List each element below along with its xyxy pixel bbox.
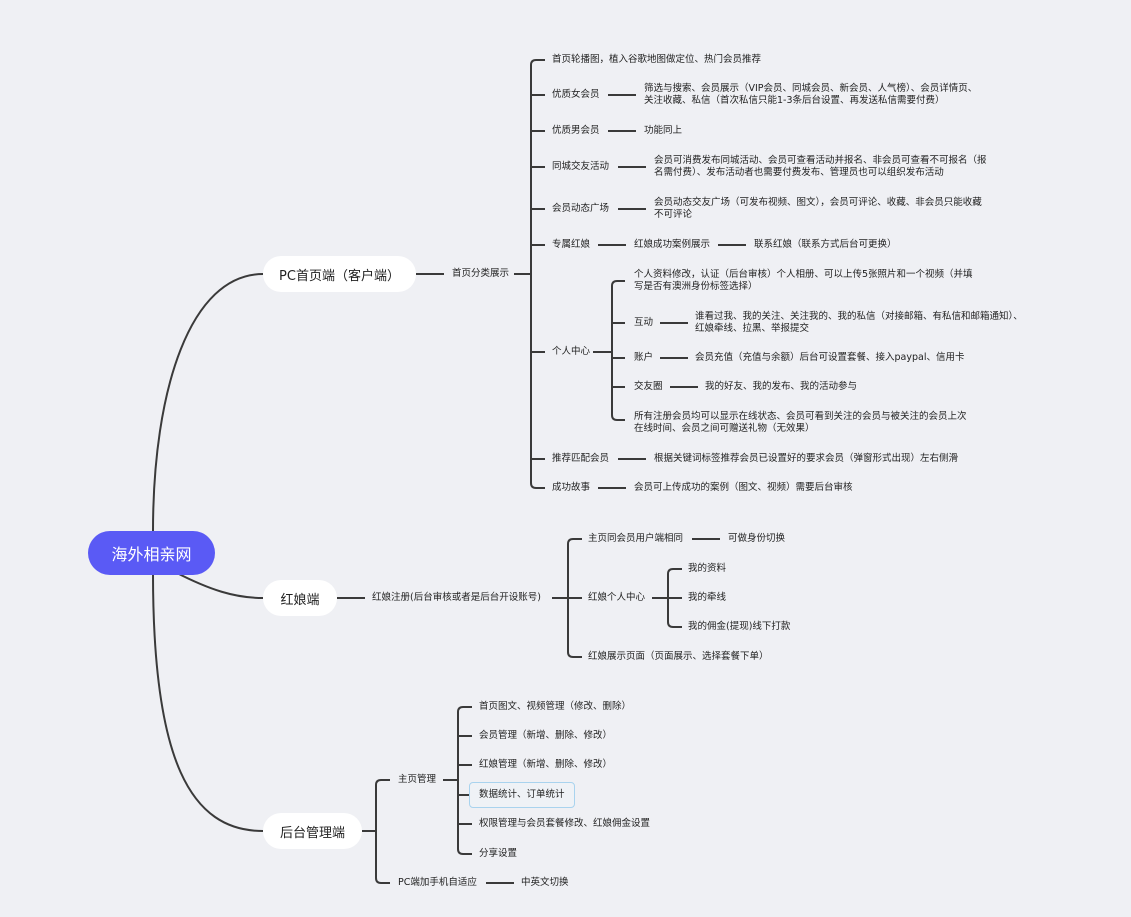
- node-female-detail[interactable]: 筛选与搜索、会员展示（VIP会员、同城会员、新会员、人气榜）、会员详情页、关注收…: [644, 83, 977, 107]
- text-line: 会员动态交友广场（可发布视频、图文），会员可评论、收藏、非会员只能收藏: [654, 197, 982, 208]
- node-statistics-selected[interactable]: 数据统计、订单统计: [469, 782, 575, 808]
- text-line: 名需付费）、发布活动者也需要付费发布、管理员也可以组织发布活动: [654, 167, 944, 178]
- node-identity-switch[interactable]: 可做身份切换: [728, 533, 786, 544]
- node-matchmaker-management[interactable]: 红娘管理（新增、删除、修改）: [479, 759, 613, 770]
- node-matchmaker-cases[interactable]: 红娘成功案例展示: [634, 239, 711, 250]
- node-language-switch[interactable]: 中英文切换: [521, 877, 569, 888]
- node-recommend[interactable]: 推荐匹配会员: [552, 453, 610, 464]
- node-home-management[interactable]: 主页管理: [398, 774, 437, 785]
- node-recommend-detail[interactable]: 根据关键词标签推荐会员已设置好的要求会员（弹窗形式出现）左右侧滑: [654, 453, 959, 464]
- node-personal-center[interactable]: 个人中心: [552, 346, 591, 357]
- text-line: 所有注册会员均可以显示在线状态、会员可看到关注的会员与被关注的会员上次: [634, 411, 967, 422]
- node-member-management[interactable]: 会员管理（新增、删除、修改）: [479, 730, 613, 741]
- node-matchmaker-home[interactable]: 主页同会员用户端相同: [588, 533, 684, 544]
- node-my-profile[interactable]: 我的资料: [688, 563, 727, 574]
- node-account-detail[interactable]: 会员充值（充值与余额）后台可设置套餐、接入paypal、信用卡: [695, 352, 965, 363]
- node-online-status[interactable]: 所有注册会员均可以显示在线状态、会员可看到关注的会员与被关注的会员上次在线时间、…: [634, 411, 967, 435]
- text-line: 关注收藏、私信（首次私信只能1-3条后台设置、再发送私信需要付费）: [644, 95, 945, 106]
- node-female-members[interactable]: 优质女会员: [552, 89, 600, 100]
- node-matchmaker-client[interactable]: 红娘端: [263, 580, 337, 616]
- node-matchmaker-register[interactable]: 红娘注册(后台审核或者是后台开设账号): [372, 592, 541, 603]
- node-matchmaker-center[interactable]: 红娘个人中心: [588, 592, 646, 603]
- text-line: 红娘牵线、拉黑、举报提交: [695, 323, 810, 334]
- node-city-activity[interactable]: 同城交友活动: [552, 161, 610, 172]
- node-story-detail[interactable]: 会员可上传成功的案例（图文、视频）需要后台审核: [634, 482, 853, 493]
- node-circle-detail[interactable]: 我的好友、我的发布、我的活动参与: [705, 381, 858, 392]
- node-pc-client[interactable]: PC首页端（客户端）: [263, 256, 416, 292]
- node-friend-circle[interactable]: 交友圈: [634, 381, 663, 392]
- text-line: 写是否有澳洲身份标签选择）: [634, 281, 758, 292]
- node-admin[interactable]: 后台管理端: [263, 813, 362, 849]
- node-home-category[interactable]: 首页分类展示: [452, 268, 510, 279]
- text-line: 个人资料修改，认证（后台审核）个人相册、可以上传5张照片和一个视频（并填: [634, 269, 973, 280]
- text-line: 会员可消费发布同城活动、会员可查看活动并报名、非会员可查看不可报名（报: [654, 155, 987, 166]
- root-node[interactable]: 海外相亲网: [88, 531, 215, 575]
- node-contact-matchmaker[interactable]: 联系红娘（联系方式后台可更换）: [754, 239, 897, 250]
- node-interaction[interactable]: 互动: [634, 317, 654, 328]
- node-member-square[interactable]: 会员动态广场: [552, 203, 610, 214]
- node-responsive[interactable]: PC端加手机自适应: [398, 877, 477, 888]
- node-square-detail[interactable]: 会员动态交友广场（可发布视频、图文），会员可评论、收藏、非会员只能收藏不可评论: [654, 197, 982, 221]
- text-line: 谁看过我、我的关注、关注我的、我的私信（对接邮箱、有私信和邮箱通知）、: [695, 311, 1023, 322]
- node-matchmaker-display[interactable]: 红娘展示页面（页面展示、选择套餐下单）: [588, 651, 769, 662]
- node-my-matches[interactable]: 我的牵线: [688, 592, 727, 603]
- node-profile-edit[interactable]: 个人资料修改，认证（后台审核）个人相册、可以上传5张照片和一个视频（并填写是否有…: [634, 269, 973, 293]
- node-my-commission[interactable]: 我的佣金(提现)线下打款: [688, 621, 791, 632]
- node-permission-management[interactable]: 权限管理与会员套餐修改、红娘佣金设置: [479, 818, 651, 829]
- node-account[interactable]: 账户: [634, 352, 654, 363]
- node-interaction-detail[interactable]: 谁看过我、我的关注、关注我的、我的私信（对接邮箱、有私信和邮箱通知）、红娘牵线、…: [695, 311, 1023, 335]
- node-matchmaker[interactable]: 专属红娘: [552, 239, 591, 250]
- text-line: 在线时间、会员之间可赠送礼物（无效果）: [634, 423, 815, 434]
- node-male-members[interactable]: 优质男会员: [552, 125, 600, 136]
- node-content-management[interactable]: 首页图文、视频管理（修改、删除）: [479, 701, 632, 712]
- node-male-detail[interactable]: 功能同上: [644, 125, 683, 136]
- node-carousel[interactable]: 首页轮播图，植入谷歌地图做定位、热门会员推荐: [552, 54, 762, 65]
- node-activity-detail[interactable]: 会员可消费发布同城活动、会员可查看活动并报名、非会员可查看不可报名（报名需付费）…: [654, 155, 987, 179]
- text-line: 筛选与搜索、会员展示（VIP会员、同城会员、新会员、人气榜）、会员详情页、: [644, 83, 978, 94]
- node-success-story[interactable]: 成功故事: [552, 482, 591, 493]
- text-line: 不可评论: [654, 209, 693, 220]
- node-share-settings[interactable]: 分享设置: [479, 848, 518, 859]
